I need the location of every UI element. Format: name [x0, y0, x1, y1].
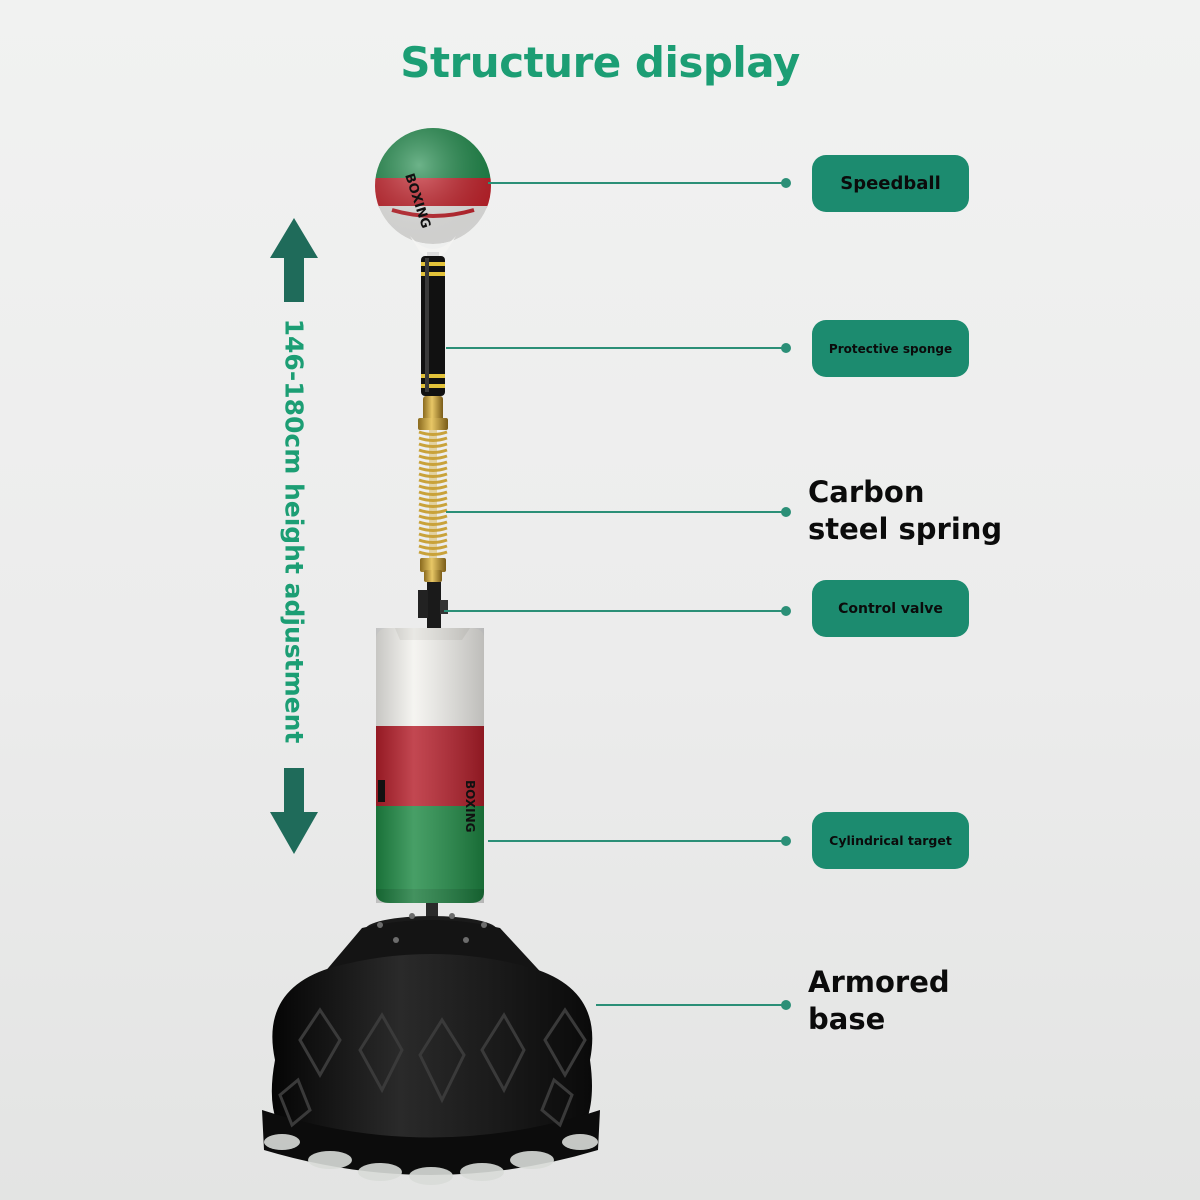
spring-coil	[418, 532, 448, 538]
spring-coil	[418, 496, 448, 502]
spring-coil	[418, 544, 448, 550]
spring-coil	[418, 478, 448, 484]
spring-coil	[418, 484, 448, 490]
arrow-down-icon	[270, 768, 318, 854]
armored-base-illustration	[262, 913, 600, 1185]
callout-carbon-steel-spring: Carbon steel spring	[808, 475, 1003, 546]
spring-coil	[418, 550, 448, 556]
page-title: Structure display	[400, 38, 800, 87]
spring-coil	[418, 538, 448, 544]
carbon-steel-spring-illustration	[418, 396, 448, 582]
spring-coil	[418, 436, 448, 442]
leader-control-valve	[444, 606, 791, 616]
spring-coil	[418, 442, 448, 448]
spring-coil	[418, 454, 448, 460]
spring-coil	[418, 520, 448, 526]
cylindrical-target-illustration: BOXING	[376, 627, 485, 903]
callout-control-valve: Control valve	[812, 580, 969, 637]
spring-coil	[418, 466, 448, 472]
spring-coil	[418, 502, 448, 508]
spring-coil	[418, 472, 448, 478]
height-adjustment-arrow	[270, 218, 318, 854]
spring-coil	[418, 526, 448, 532]
callout-cylindrical-target: Cylindrical target	[812, 812, 969, 869]
callout-speedball: Speedball	[812, 155, 969, 212]
spring-coil	[418, 508, 448, 514]
control-valve-illustration	[418, 582, 448, 634]
leader-armored-base	[596, 1000, 791, 1010]
spring-coil	[418, 460, 448, 466]
protective-sponge-illustration	[421, 256, 445, 396]
target-brand-text: BOXING	[463, 780, 477, 833]
callout-protective-sponge: Protective sponge	[812, 320, 969, 377]
callout-armored-base: Armored base	[808, 965, 950, 1036]
leader-carbon-steel-spring	[446, 507, 791, 517]
spring-coil	[418, 490, 448, 496]
arrow-up-icon	[270, 218, 318, 302]
leader-cylindrical-target	[488, 836, 791, 846]
spring-coil	[418, 448, 448, 454]
leader-speedball	[488, 178, 791, 188]
spring-coil	[418, 514, 448, 520]
spring-coil	[418, 430, 448, 436]
leader-protective-sponge	[446, 343, 791, 353]
